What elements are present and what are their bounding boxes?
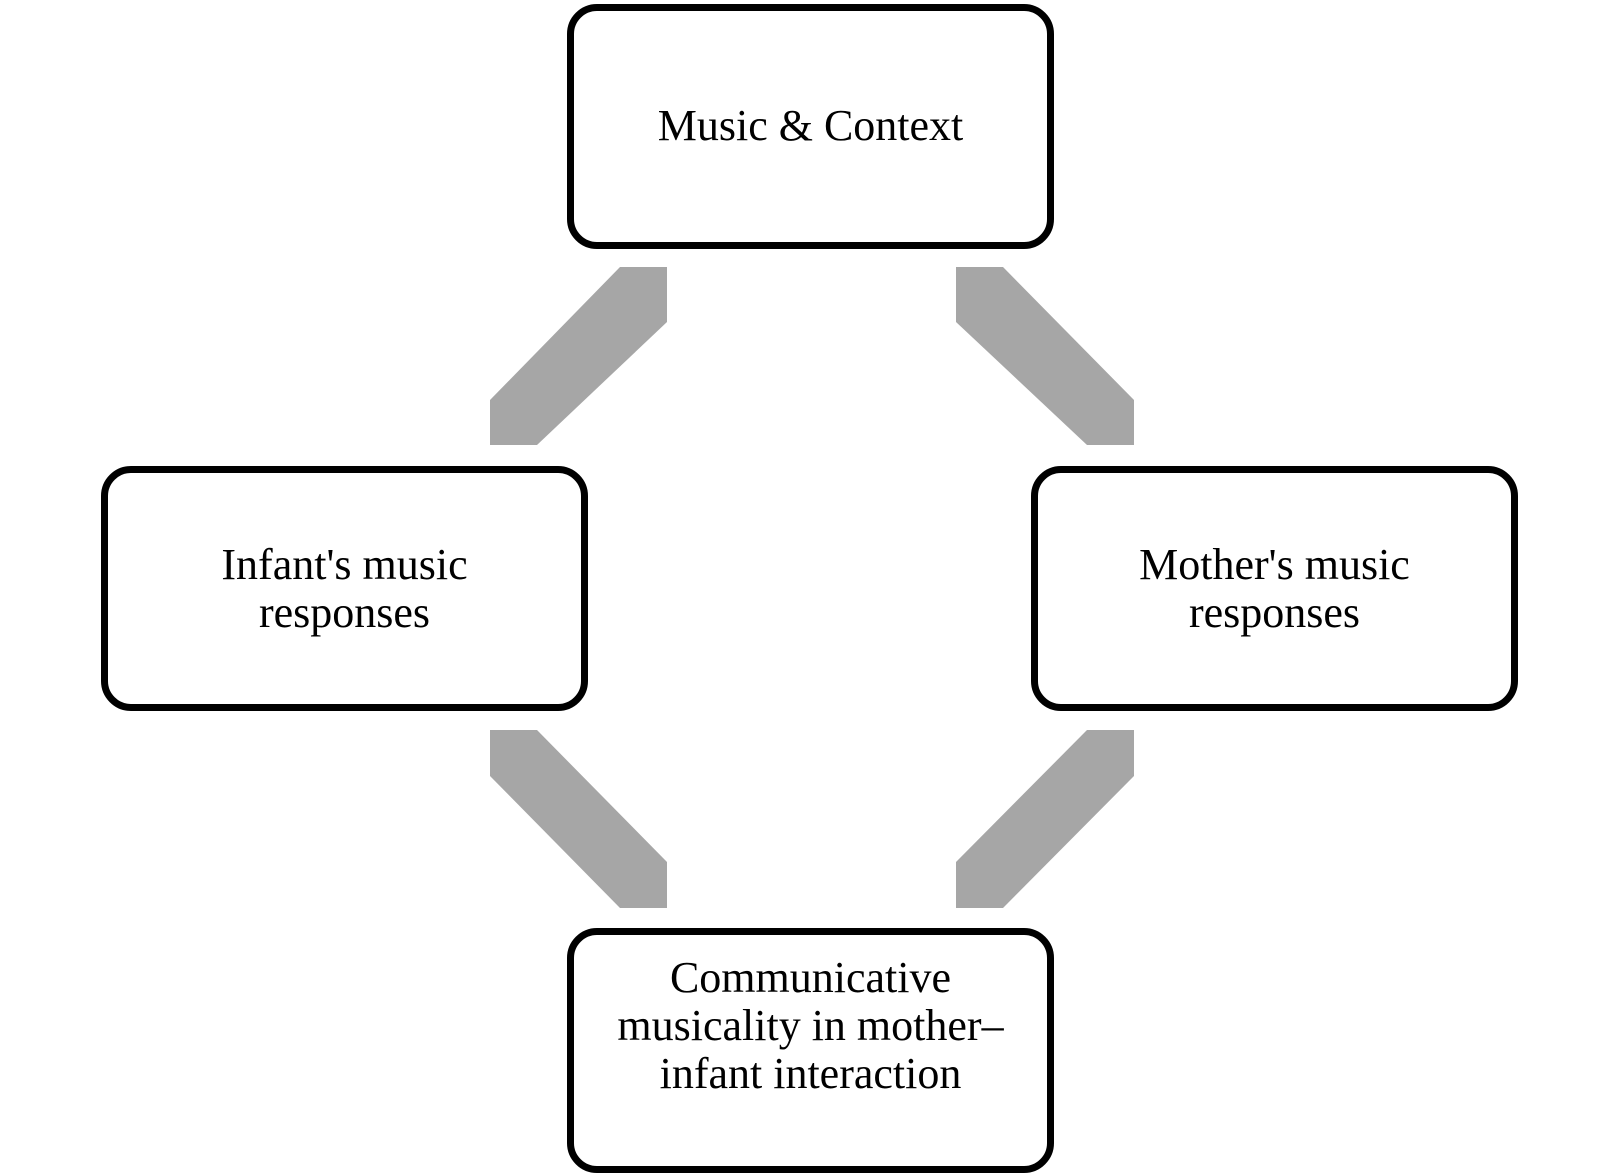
arrow-top-right: [956, 267, 1134, 445]
node-communicative-musicality: Communicative musicality in mother– infa…: [567, 928, 1054, 1173]
node-label: Infant's music responses: [221, 539, 468, 637]
node-label: Mother's music responses: [1139, 539, 1410, 637]
node-mother-music-responses: Mother's music responses: [1031, 466, 1518, 711]
arrow-top-left: [490, 267, 667, 445]
node-label: Music & Context: [657, 100, 964, 150]
node-label: Communicative musicality in mother– infa…: [617, 952, 1004, 1098]
arrow-right-bottom: [956, 730, 1134, 908]
node-music-context: Music & Context: [567, 4, 1054, 249]
arrow-left-bottom: [490, 730, 667, 908]
node-infant-music-responses: Infant's music responses: [101, 466, 588, 711]
